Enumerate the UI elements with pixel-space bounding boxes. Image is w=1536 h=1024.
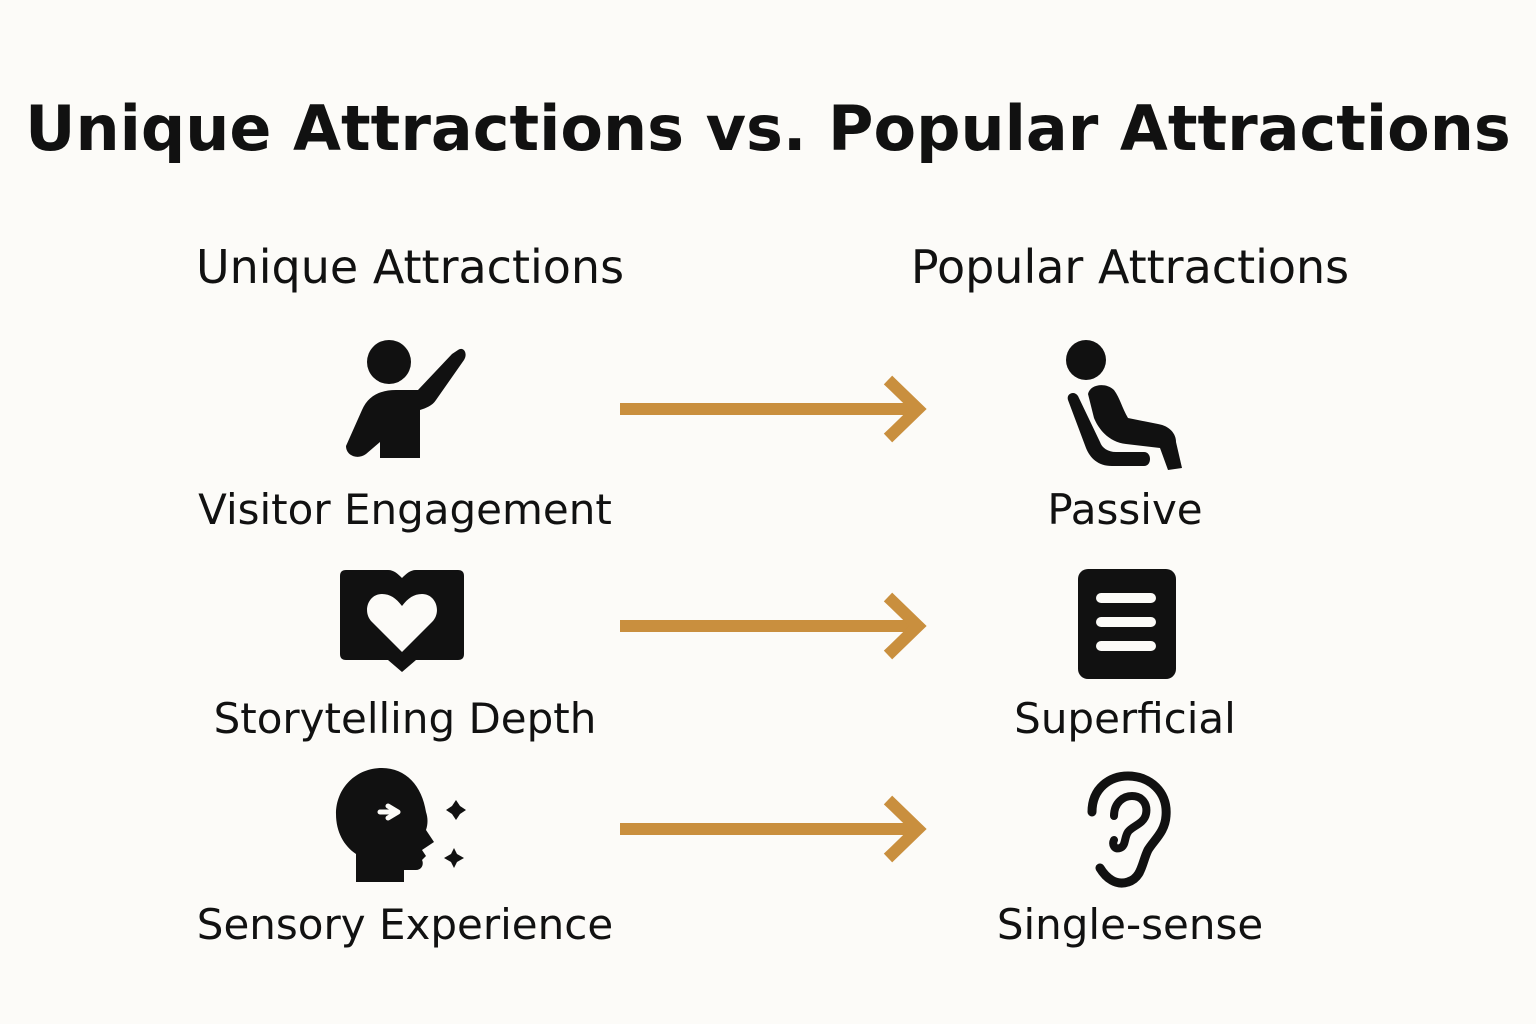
head-sparkles-icon <box>336 768 466 882</box>
document-lines-icon <box>1078 569 1176 679</box>
row-3-right-label: Single-sense <box>996 900 1264 949</box>
arrow-right-icon <box>620 592 927 660</box>
ear-icon <box>1087 771 1171 888</box>
row-1-right-label: Passive <box>1047 485 1203 534</box>
column-heading-unique: Unique Attractions <box>195 240 625 294</box>
row-3-left-label: Sensory Experience <box>196 900 614 949</box>
row-2-left-label: Storytelling Depth <box>213 694 597 743</box>
column-heading-popular: Popular Attractions <box>910 240 1350 294</box>
page-title: Unique Attractions vs. Popular Attractio… <box>25 92 1511 165</box>
person-raising-hand-icon <box>346 340 466 458</box>
arrow-right-icon <box>620 375 927 443</box>
person-seated-icon <box>1066 340 1182 470</box>
arrow-right-icon <box>620 795 927 863</box>
row-1-left-label: Visitor Engagement <box>198 485 612 534</box>
book-heart-icon <box>340 570 464 672</box>
row-2-right-label: Superficial <box>1014 694 1236 743</box>
